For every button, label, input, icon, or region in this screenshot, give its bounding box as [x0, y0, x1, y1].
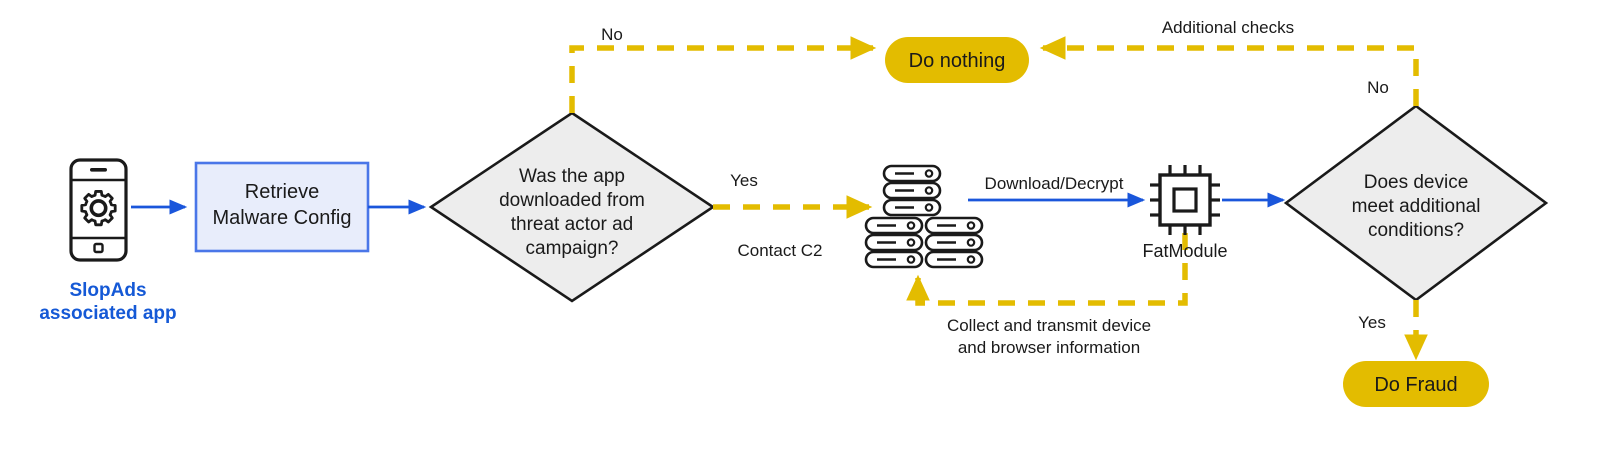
decision-additional-conditions-node[interactable]: Does device meet additional conditions? — [1283, 104, 1549, 302]
edge-label-download-decrypt: Download/Decrypt — [985, 174, 1124, 193]
decision-download-line4: campaign? — [526, 238, 619, 259]
do-nothing-node[interactable]: Do nothing — [885, 37, 1029, 83]
edge-no-to-do-nothing — [569, 36, 877, 113]
edge-label-no-left: No — [601, 25, 623, 44]
do-fraud-label: Do Fraud — [1374, 374, 1457, 396]
do-nothing-label: Do nothing — [909, 50, 1006, 72]
edge-label-collect-line2: and browser information — [958, 338, 1140, 357]
edge-label-no-right: No — [1367, 78, 1389, 97]
edge-label-additional-checks: Additional checks — [1162, 18, 1294, 37]
decision-download-line2: downloaded from — [499, 190, 645, 211]
mobile-phone-gear-icon — [69, 158, 128, 262]
decision-download-line1: Was the app — [519, 166, 625, 187]
edge-label-yes-bottom: Yes — [1358, 313, 1386, 332]
decision-conditions-line1: Does device — [1364, 172, 1469, 193]
edge-label-contact-c2: Contact C2 — [737, 241, 822, 260]
edge-label-yes-right: Yes — [730, 171, 758, 190]
phone-caption-line2: associated app — [39, 303, 176, 324]
decision-conditions-line3: conditions? — [1368, 220, 1464, 241]
decision-downloaded-from-ad-campaign-node[interactable]: Was the app downloaded from threat actor… — [428, 111, 716, 303]
phone-caption-line1: SlopAds — [69, 280, 146, 301]
decision-conditions-line2: meet additional — [1352, 196, 1481, 217]
do-fraud-node[interactable]: Do Fraud — [1343, 361, 1489, 407]
retrieve-malware-config-node[interactable]: Retrieve Malware Config — [194, 161, 370, 253]
server-stack-icon — [864, 164, 984, 269]
cpu-chip-icon — [1150, 165, 1220, 235]
edge-label-collect-line1: Collect and transmit device — [947, 316, 1151, 335]
decision-download-line3: threat actor ad — [511, 214, 634, 235]
retrieve-config-label-line1: Retrieve — [245, 181, 319, 203]
edge-additional-checks-to-do-nothing — [1039, 36, 1419, 106]
edge-collect-transmit-loop — [906, 233, 1188, 306]
fatmodule-caption: FatModule — [1142, 241, 1227, 261]
retrieve-config-label-line2: Malware Config — [213, 207, 352, 229]
